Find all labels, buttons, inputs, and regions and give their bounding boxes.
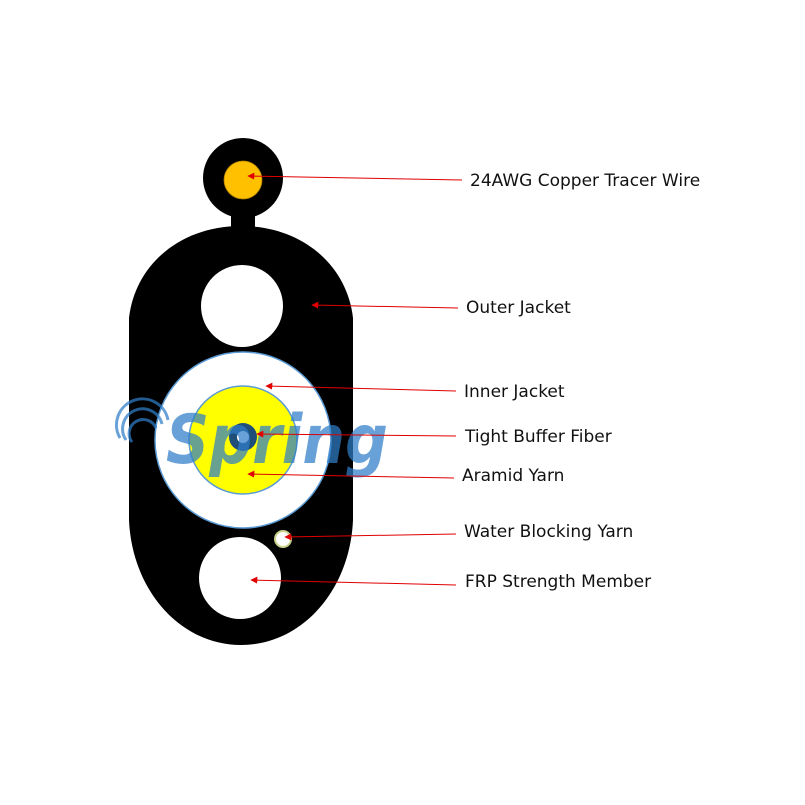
label-inner-jacket: Inner Jacket xyxy=(464,382,565,402)
leader-tight-buffer-fiber xyxy=(256,430,457,438)
label-aramid-yarn: Aramid Yarn xyxy=(462,466,564,486)
spring-watermark: Spring xyxy=(115,397,388,480)
watermark-text: Spring xyxy=(166,401,388,480)
leader-tracer-wire xyxy=(247,172,463,181)
label-tight-buffer-fiber: Tight Buffer Fiber xyxy=(464,427,612,447)
leader-aramid-yarn xyxy=(247,470,455,479)
label-frp-strength-member: FRP Strength Member xyxy=(465,572,651,592)
copper-tracer-core xyxy=(223,160,263,200)
frp-strength-member xyxy=(199,537,281,619)
watermark-swirl-icon xyxy=(115,397,170,443)
label-tracer-wire: 24AWG Copper Tracer Wire xyxy=(470,171,700,191)
leader-inner-jacket xyxy=(265,382,457,392)
leader-frp-strength-member xyxy=(250,576,457,586)
top-strength-member xyxy=(201,265,283,347)
water-blocking-yarn xyxy=(274,530,292,548)
label-outer-jacket: Outer Jacket xyxy=(466,298,571,318)
leader-outer-jacket xyxy=(311,301,459,309)
fiber-core xyxy=(237,431,249,443)
leader-lines xyxy=(247,172,463,586)
leader-water-blocking-yarn xyxy=(284,533,457,541)
label-water-blocking-yarn: Water Blocking Yarn xyxy=(464,522,633,542)
